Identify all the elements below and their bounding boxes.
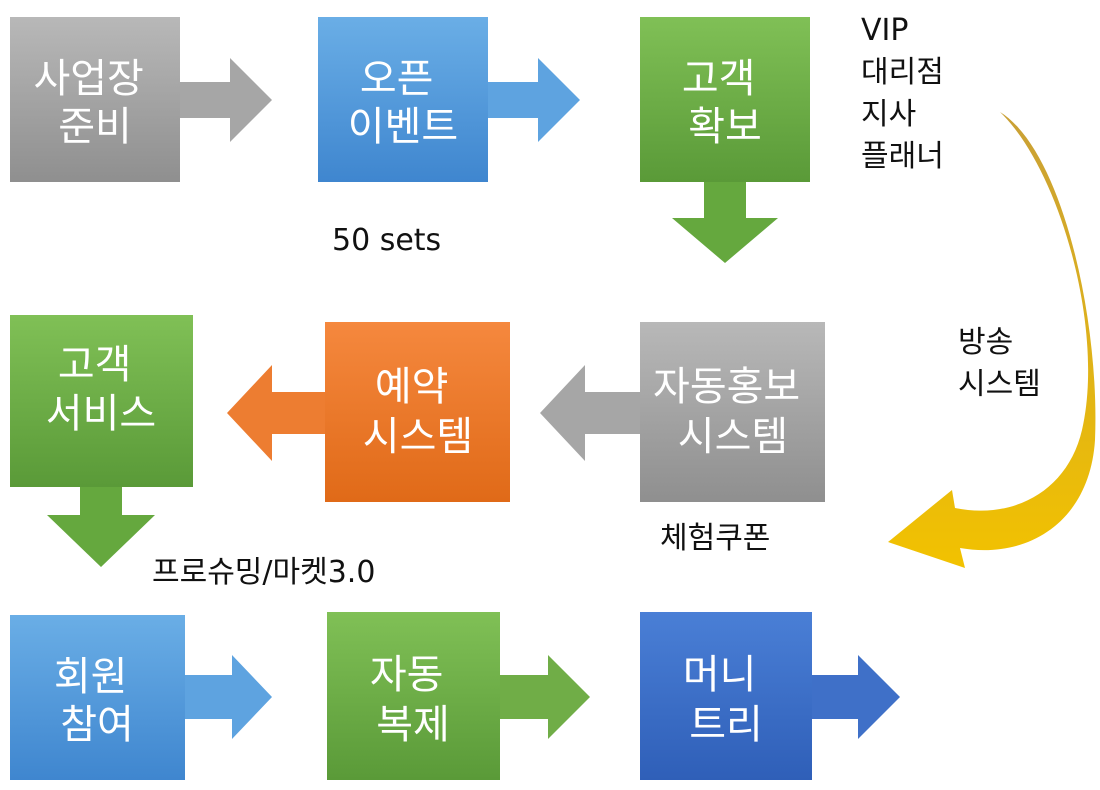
- auto-copy-box: [327, 612, 500, 780]
- svg-text:사업장 준비: 사업장 준비: [33, 56, 156, 150]
- reservation-box: [325, 322, 510, 502]
- prosuming-label: 프로슈밍/마켓3.0: [152, 555, 375, 590]
- arrow-acquire-down: [672, 182, 778, 263]
- setup-box-line1: 사업장: [33, 56, 143, 102]
- auto-promo-box-line1: 자동홍보: [653, 364, 800, 410]
- vip-line-1: VIP: [861, 13, 908, 48]
- svg-text:자동홍보 시스템: 자동홍보 시스템: [653, 364, 813, 460]
- svg-text:VIP 대리점 지사 플래너: VIP 대리점 지사 플래너: [861, 13, 953, 174]
- customer-service-box-line1: 고객: [58, 342, 132, 388]
- svg-text:머니 트리: 머니 트리: [683, 652, 769, 748]
- svg-text:자동 복제: 자동 복제: [370, 652, 456, 748]
- member-box-line2: 참여: [60, 702, 134, 748]
- member-box-line1: 회원: [54, 654, 128, 700]
- auto-copy-box-line2: 복제: [376, 702, 450, 748]
- arrow-service-down: [47, 487, 155, 567]
- vip-line-4: 플래너: [861, 139, 944, 174]
- svg-text:방송 시스템: 방송 시스템: [958, 325, 1041, 402]
- acquire-box-line2: 확보: [688, 104, 762, 150]
- auto-promo-box-line2: 시스템: [678, 414, 788, 460]
- setup-box: [10, 17, 180, 182]
- auto-copy-box-line1: 자동: [370, 652, 444, 698]
- broadcast-line-1: 방송: [958, 325, 1013, 360]
- open-event-box-line2: 이벤트: [348, 104, 458, 150]
- open-event-box-line1: 오픈: [360, 56, 434, 102]
- svg-text:고객 확보: 고객 확보: [682, 56, 768, 150]
- arrow-member-to-copy: [185, 655, 272, 739]
- customer-service-box: [10, 315, 193, 487]
- svg-text:예약 시스템: 예약 시스템: [363, 364, 473, 460]
- money-tree-box: [640, 612, 812, 780]
- vip-line-2: 대리점: [861, 55, 944, 90]
- money-tree-box-line2: 트리: [689, 702, 763, 748]
- svg-text:고객 서비스: 고객 서비스: [46, 342, 156, 437]
- member-box: [10, 615, 185, 780]
- auto-promo-box: [640, 322, 825, 502]
- acquire-box-line1: 고객: [682, 56, 756, 102]
- reservation-box-line1: 예약: [375, 364, 449, 410]
- arrow-promo-to-reservation: [540, 365, 640, 461]
- open-event-box: [318, 17, 488, 182]
- customer-service-box-line2: 서비스: [46, 391, 156, 437]
- coupon-label: 체험쿠폰: [660, 521, 770, 556]
- svg-text:오픈 이벤트: 오픈 이벤트: [348, 56, 458, 150]
- arrow-setup-to-open: [180, 58, 272, 142]
- arrow-money-right: [812, 655, 900, 739]
- arrow-copy-to-money: [500, 655, 590, 739]
- acquire-box: [640, 17, 810, 182]
- arrow-reservation-to-service: [227, 365, 325, 461]
- sets-label: 50 sets: [332, 223, 441, 258]
- broadcast-line-2: 시스템: [958, 367, 1041, 402]
- arrow-open-to-acquire: [488, 58, 580, 142]
- money-tree-box-line1: 머니: [683, 652, 757, 698]
- vip-line-3: 지사: [861, 97, 916, 132]
- svg-text:회원 참여: 회원 참여: [54, 654, 140, 748]
- reservation-box-line2: 시스템: [363, 414, 473, 460]
- setup-box-line2: 준비: [58, 104, 132, 150]
